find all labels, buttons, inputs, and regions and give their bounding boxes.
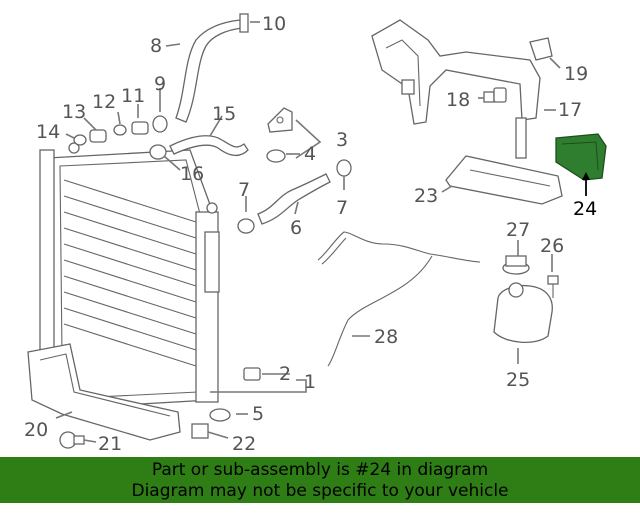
callout-19: 19: [564, 63, 588, 85]
callout-24: 24: [573, 198, 597, 220]
bracket-17-drawing: [371, 19, 541, 159]
callout-6: 6: [290, 217, 302, 239]
callout-22: 22: [232, 433, 256, 455]
banner-line-1: Part or sub-assembly is #24 in diagram: [151, 460, 489, 480]
callout-21: 21: [98, 433, 122, 455]
callout-12: 12: [92, 91, 116, 113]
bracket-3-drawing: [266, 107, 293, 163]
hose-6-drawing: [257, 173, 331, 225]
grommet-5-drawing: [209, 408, 231, 422]
leader-lines: [55, 21, 590, 443]
info-banner: Part or sub-assembly is #24 in diagram D…: [0, 457, 640, 503]
connector-2-drawing: [243, 367, 261, 381]
clip-19-drawing: [529, 37, 553, 61]
reservoir-25-drawing: [493, 282, 553, 343]
callout-3: 3: [336, 129, 348, 151]
pipe-28-drawing: [317, 231, 481, 367]
callout-9: 9: [154, 73, 166, 95]
callout-20: 20: [24, 419, 48, 441]
callout-28: 28: [374, 326, 398, 348]
banner-line-2: Diagram may not be specific to your vehi…: [131, 481, 509, 501]
callout-4: 4: [304, 143, 316, 165]
callout-8: 8: [150, 35, 162, 57]
callout-16: 16: [180, 163, 204, 185]
part-24-drawing: [555, 133, 607, 181]
screw-26-drawing: [547, 275, 559, 298]
bracket-22-drawing: [191, 423, 209, 439]
callout-11: 11: [121, 85, 145, 107]
deflector-drawing: [27, 343, 181, 441]
cap-27-drawing: [502, 255, 530, 275]
bolt-18-drawing: [483, 87, 507, 103]
callout-25: 25: [506, 369, 530, 391]
callout-1: 1: [304, 371, 316, 393]
callout-23: 23: [414, 185, 438, 207]
callout-18: 18: [446, 89, 470, 111]
callout-5: 5: [252, 403, 264, 425]
callout-10: 10: [262, 13, 286, 35]
callout-27: 27: [506, 219, 530, 241]
callout-7-right: 7: [336, 197, 348, 219]
hose-15-drawing: [169, 135, 249, 156]
callout-26: 26: [540, 235, 564, 257]
callout-14: 14: [36, 121, 60, 143]
panel-23-drawing: [445, 155, 563, 205]
callout-7-left: 7: [238, 179, 250, 201]
radiator-drawing: [39, 142, 220, 409]
callout-labels: 1 2 3 4 5 6 7 7 8 9 10 11 12 13 14 15 16…: [24, 13, 597, 455]
hose-clamps-drawing: [73, 115, 168, 160]
callout-2: 2: [279, 363, 291, 385]
callout-13: 13: [62, 101, 86, 123]
callout-17: 17: [558, 99, 582, 121]
clip-21-drawing: [59, 431, 85, 449]
callout-15: 15: [212, 103, 236, 125]
